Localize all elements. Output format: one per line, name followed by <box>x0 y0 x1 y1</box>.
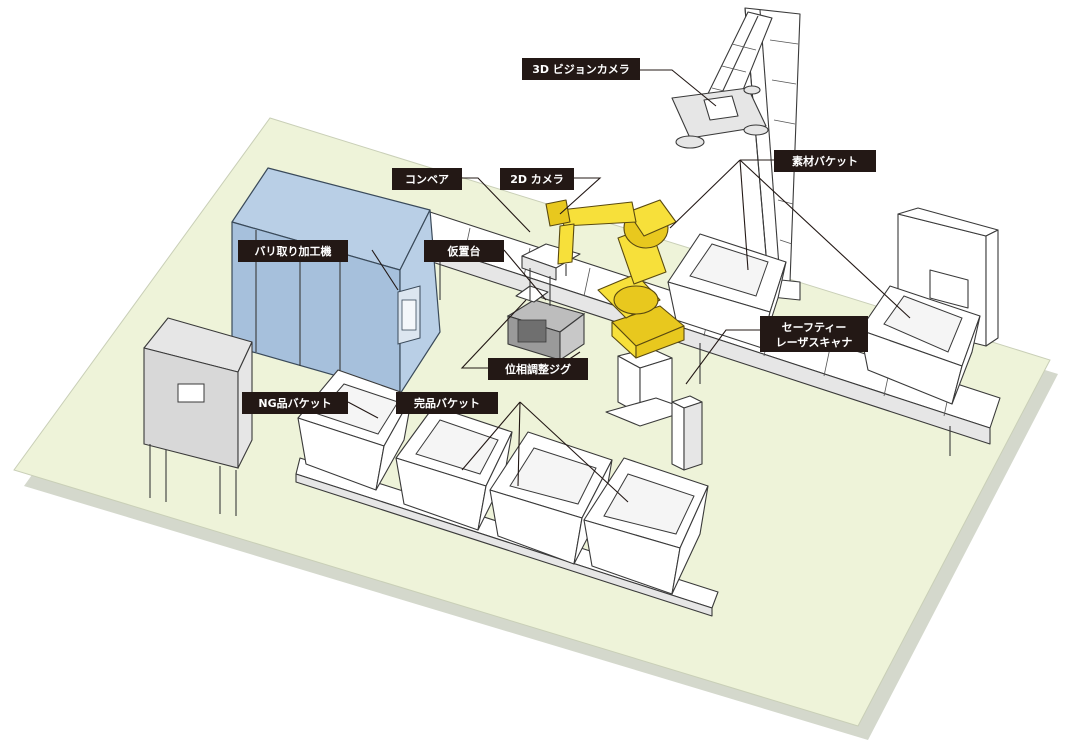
label-phase-jig: 位相調整ジグ <box>488 358 588 380</box>
label-safety-scanner: セーフティー レーザスキャナ <box>760 316 868 352</box>
label-ng-bucket: NG品バケット <box>242 392 348 414</box>
label-temp-table: 仮置台 <box>424 240 504 262</box>
label-safety-scanner-line2: レーザスキャナ <box>776 336 853 349</box>
leader-lines <box>347 69 911 503</box>
label-phase-jig-text: 位相調整ジグ <box>505 362 571 376</box>
finished-bucket-1 <box>395 405 513 531</box>
label-conveyor-text: コンベア <box>405 173 449 186</box>
label-material-bucket: 素材バケット <box>774 150 876 172</box>
label-finished-bucket-text: 完品バケット <box>414 396 480 410</box>
ng-bucket <box>297 369 413 491</box>
label-2d-camera: 2D カメラ <box>500 168 574 190</box>
finished-bucket-2 <box>489 431 613 565</box>
label-conveyor: コンベア <box>392 168 462 190</box>
label-safety-scanner-line1: セーフティー <box>782 321 847 334</box>
label-3d-vision-camera-text: 3D ビジョンカメラ <box>532 62 630 76</box>
label-2d-camera-text: 2D カメラ <box>510 173 564 186</box>
label-finished-bucket: 完品バケット <box>396 392 498 414</box>
material-bucket-1 <box>667 233 787 349</box>
label-deburring-machine-text: バリ取り加工機 <box>255 244 332 258</box>
control-cabinet <box>143 317 253 516</box>
label-3d-vision-camera: 3D ビジョンカメラ <box>522 58 640 80</box>
label-temp-table-text: 仮置台 <box>447 244 481 258</box>
material-bucket-2 <box>859 285 981 405</box>
safety-scanner <box>671 395 703 471</box>
robot <box>545 199 691 427</box>
camera-tower <box>671 7 801 301</box>
phase-adjust-jig <box>506 285 586 362</box>
label-deburring-machine: バリ取り加工機 <box>238 240 348 262</box>
label-ng-bucket-text: NG品バケット <box>258 397 331 410</box>
label-material-bucket-text: 素材バケット <box>792 154 858 168</box>
finished-bucket-3 <box>583 457 709 595</box>
